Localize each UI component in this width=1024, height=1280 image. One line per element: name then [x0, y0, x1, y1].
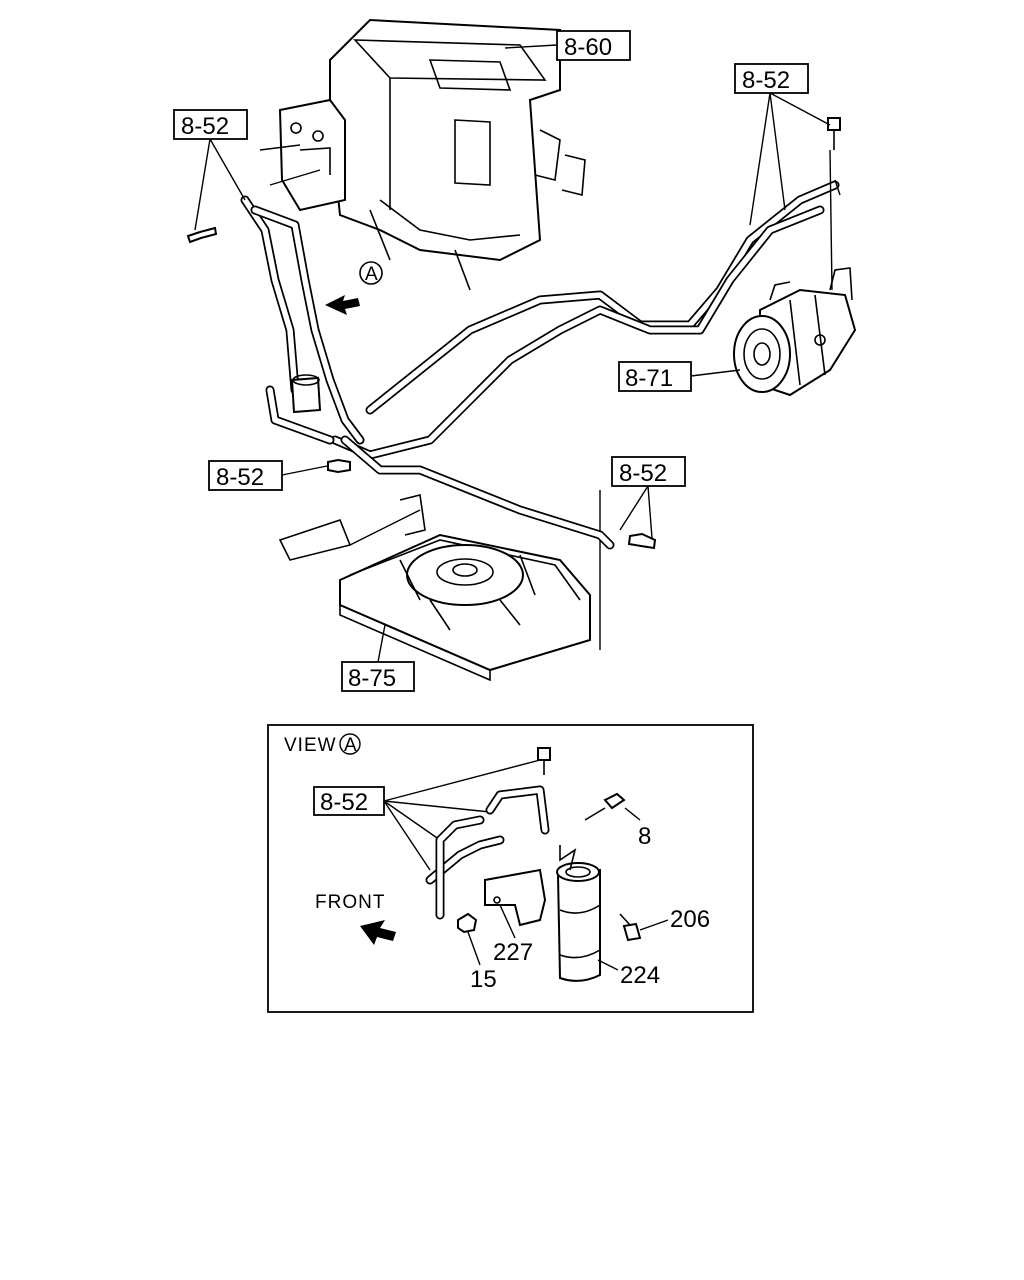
callout-8-52-mid-left-text: 8-52 [216, 464, 264, 491]
detail-frame [267, 724, 754, 1013]
callout-8-75-text: 8-75 [348, 665, 396, 692]
callout-8-71: 8-71 [618, 361, 741, 392]
detail-marker-circle [339, 733, 361, 755]
detail-part-224: 224 [620, 962, 660, 989]
callout-8-75: 8-75 [341, 624, 415, 692]
detail-view-a: VIEW A 8-52 8 [267, 724, 754, 1013]
detail-part-15: 15 [470, 966, 497, 993]
callout-8-52-mid-right: 8-52 [611, 456, 686, 539]
callout-8-52-upper-left: 8-52 [173, 109, 248, 231]
callout-8-52-mid-right-text: 8-52 [619, 460, 667, 487]
callout-8-52-mid-left: 8-52 [208, 460, 328, 491]
detail-callout-8-52-text: 8-52 [320, 789, 368, 816]
bolt-icons [186, 117, 841, 550]
callout-8-71-text: 8-71 [625, 365, 673, 392]
view-marker-letter: A [365, 264, 379, 285]
evaporator-unit [259, 18, 586, 291]
front-label: FRONT [315, 892, 385, 913]
detail-title: VIEW [284, 735, 337, 756]
condenser-fan-assembly [278, 490, 601, 682]
refrigerant-hoses [240, 149, 841, 550]
detail-part-206: 206 [670, 906, 710, 933]
detail-part-227: 227 [493, 939, 533, 966]
callout-8-52-upper-right: 8-52 [734, 63, 831, 226]
callout-8-60: 8-60 [504, 30, 631, 61]
view-a-marker: A [325, 261, 383, 315]
callout-8-60-text: 8-60 [564, 34, 612, 61]
detail-marker-letter: A [344, 735, 358, 756]
compressor [733, 267, 857, 397]
direction-arrow-icon [325, 295, 360, 315]
detail-part-8: 8 [638, 823, 651, 850]
callout-8-52-upper-right-text: 8-52 [742, 67, 790, 94]
callout-8-52-upper-left-text: 8-52 [181, 113, 229, 140]
front-arrow-icon [360, 920, 396, 945]
